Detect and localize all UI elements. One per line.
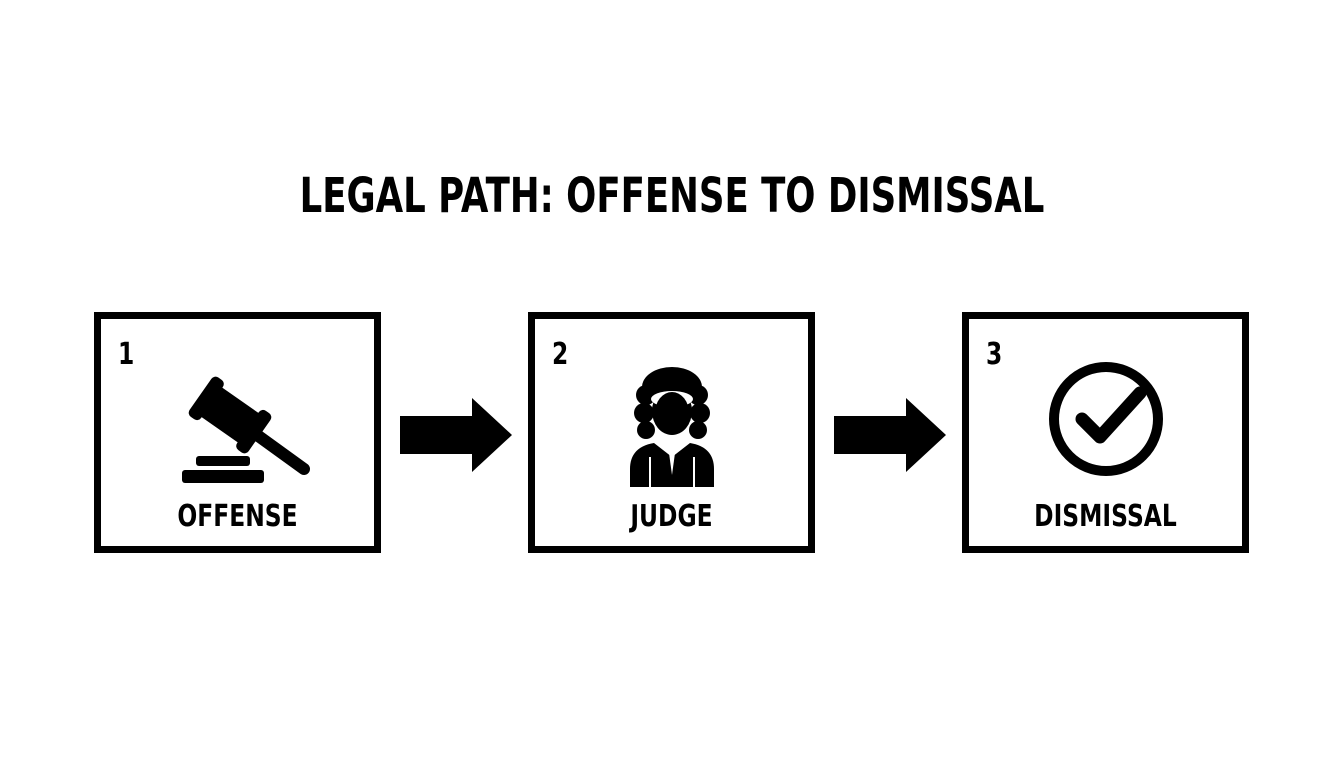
step-box-dismissal: 3 DISMISSAL	[962, 312, 1249, 553]
step-number: 3	[986, 337, 1003, 372]
step-box-offense: 1 OFFENSE	[94, 312, 381, 553]
step-number: 2	[552, 337, 569, 372]
arrow-right-icon	[834, 398, 946, 472]
step-label-offense: OFFENSE	[177, 499, 298, 534]
step-number: 1	[118, 337, 135, 372]
checkmark-circle-icon	[1026, 357, 1186, 487]
judge-icon	[592, 357, 752, 487]
step-label-dismissal: DISMISSAL	[1034, 499, 1177, 534]
step-label-judge: JUDGE	[630, 499, 713, 534]
diagram-title: LEGAL PATH: OFFENSE TO DISMISSAL	[299, 168, 1045, 224]
step-box-judge: 2 JUDGE	[528, 312, 815, 553]
gavel-icon	[158, 357, 318, 487]
arrow-right-icon	[400, 398, 512, 472]
